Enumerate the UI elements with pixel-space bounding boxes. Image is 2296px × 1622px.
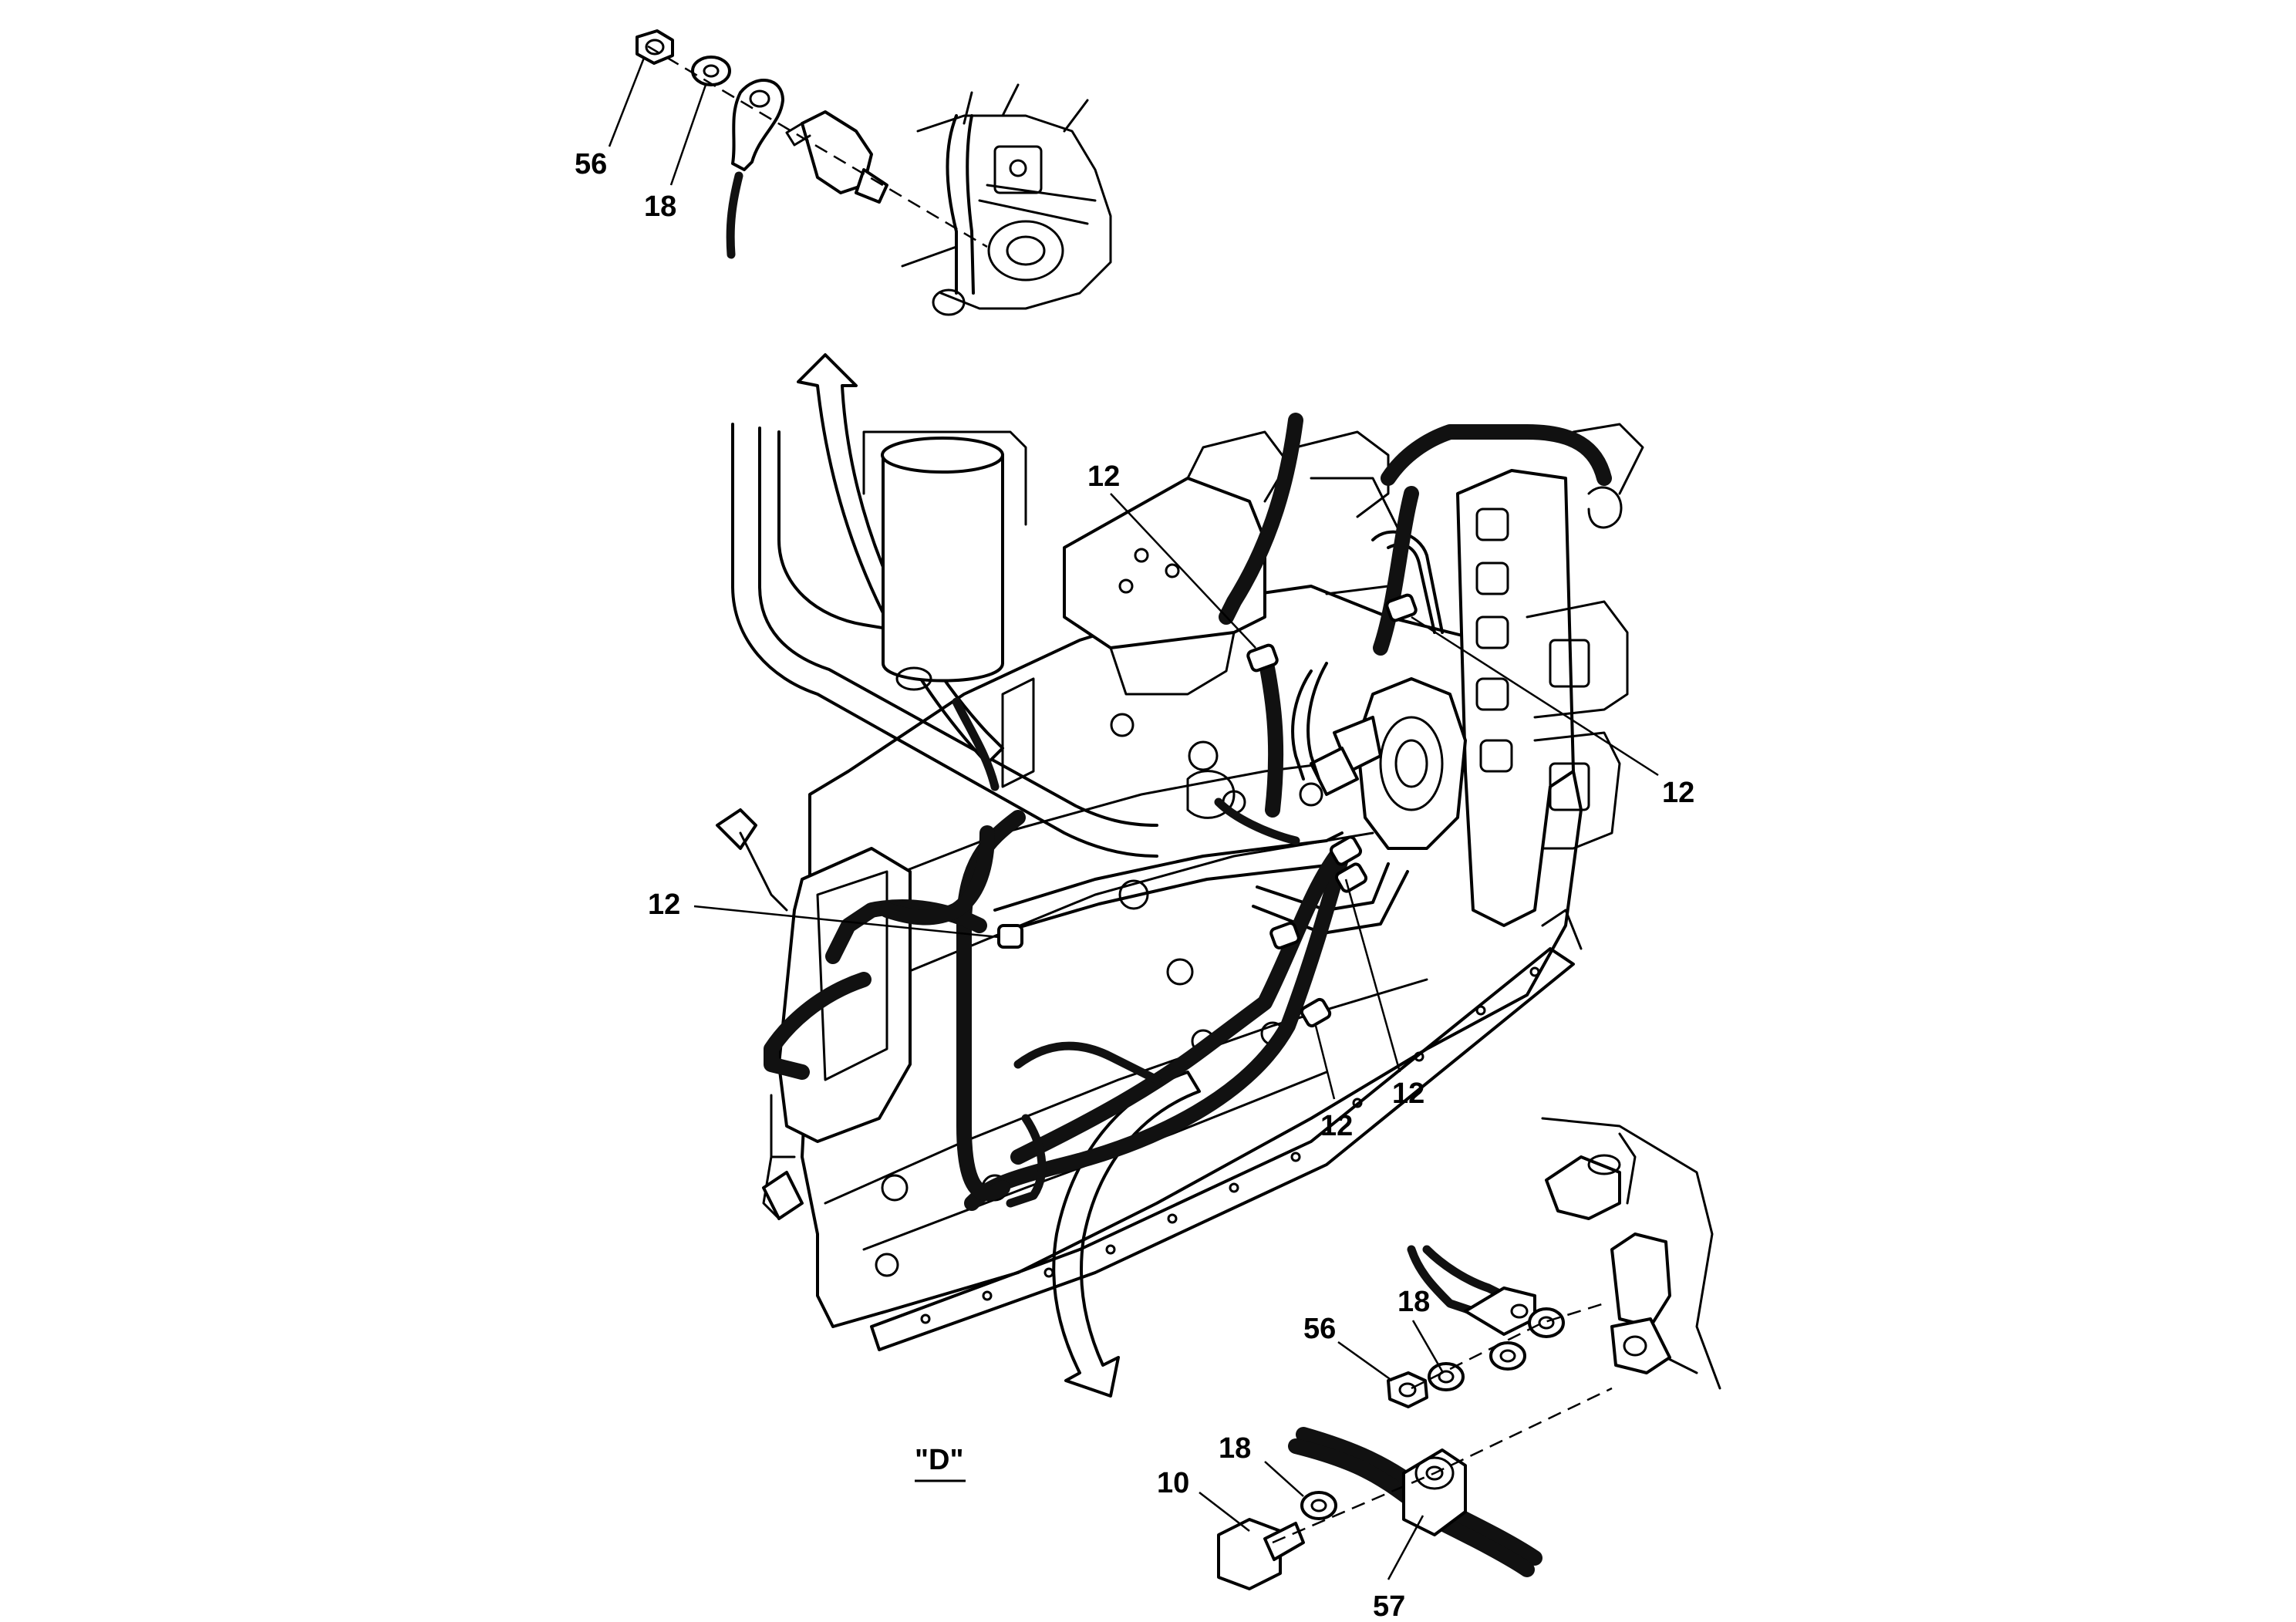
callout-clip-12-lower-right: 12 (1392, 1077, 1424, 1110)
intake-pipe (731, 423, 1158, 858)
view-label: "D" (915, 1444, 966, 1482)
callout-washer-18-bottom-a: 18 (1397, 1286, 1430, 1318)
callout-nut-56-top: 56 (575, 148, 607, 180)
callout-clip-12-top-center: 12 (1087, 460, 1120, 493)
callout-nut-56-bottom: 56 (1303, 1313, 1336, 1345)
top-washer (691, 56, 731, 86)
callout-clip-12-lower-center: 12 (1320, 1110, 1353, 1142)
bottom-nut (1387, 1371, 1428, 1408)
top-detail-engine-outline (901, 83, 1112, 316)
top-assembly-axis (647, 45, 988, 248)
callout-washer-18-bottom-b: 18 (1219, 1432, 1251, 1465)
bottom-washer-mid (1428, 1362, 1465, 1391)
callout-washer-18-top: 18 (644, 191, 676, 223)
bottom-bolt (1217, 1518, 1305, 1590)
callout-bolt-10: 10 (1157, 1467, 1189, 1499)
top-detail-view (636, 29, 1112, 316)
bottom-detail-view (1217, 1117, 1721, 1590)
callout-labels: 56 18 12 12 12 12 12 18 56 18 10 57 (575, 148, 1694, 1622)
bottom-detail-engine-outline (1541, 1117, 1721, 1390)
harness-clips (997, 593, 1418, 1028)
bottom-ring-terminal (1407, 1245, 1565, 1338)
exhaust-manifold (1456, 423, 1644, 927)
bottom-washer-b (1300, 1491, 1337, 1520)
leader-lines (608, 57, 1659, 1580)
view-label-text: "D" (915, 1444, 963, 1476)
turbocharger (1310, 677, 1467, 850)
fuel-filter (862, 430, 1027, 691)
top-nut (636, 29, 674, 65)
main-engine-view (716, 353, 1644, 1398)
bottom-hose (1288, 1427, 1542, 1577)
top-ring-terminal (726, 79, 784, 259)
wiring-harness (764, 413, 1612, 1211)
callout-clip-12-left: 12 (648, 889, 680, 921)
bottom-washer-a (1489, 1341, 1526, 1371)
upward-arrow (797, 353, 1004, 765)
bottom-assembly-axis-upper (1411, 1302, 1605, 1390)
bottom-assembly-axis (1272, 1387, 1613, 1544)
oil-sump-flange (870, 909, 1583, 1351)
top-sensor (785, 110, 888, 204)
callout-clamp-57: 57 (1373, 1590, 1405, 1622)
callout-clip-12-right: 12 (1662, 777, 1694, 809)
crossing-pipe (993, 530, 1444, 935)
